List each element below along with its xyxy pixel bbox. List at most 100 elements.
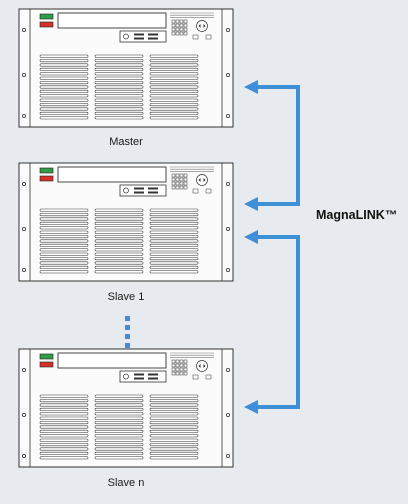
mounting-hole	[225, 412, 230, 417]
keypad-key	[179, 185, 184, 190]
vent-slot	[94, 265, 144, 269]
keypad-key	[171, 173, 176, 178]
keypad-key	[171, 185, 176, 190]
vent-slot	[149, 407, 199, 411]
keypad-key	[175, 23, 180, 28]
vent-slot	[94, 59, 144, 63]
vent-slot	[149, 59, 199, 63]
keypad-key	[175, 27, 180, 32]
nav-arrow-right	[203, 24, 206, 28]
vent-slot	[94, 208, 144, 212]
vent-slot	[149, 94, 199, 98]
keypad-key	[171, 371, 176, 376]
keypad-key	[171, 367, 176, 372]
vent-slot	[149, 399, 199, 403]
keypad-key	[175, 359, 180, 364]
vent-slot	[39, 429, 89, 433]
vent-slot	[94, 54, 144, 58]
power-supply-unit-2	[18, 162, 234, 282]
keypad-key	[183, 359, 188, 364]
nav-pad	[196, 174, 208, 186]
vent-slot	[94, 239, 144, 243]
vent-slot	[94, 94, 144, 98]
vent-slot	[39, 208, 89, 212]
button-bar	[148, 187, 158, 190]
continuation-dot	[125, 325, 130, 330]
vent-slot	[39, 103, 89, 107]
mounting-hole	[21, 226, 26, 231]
connector-line	[256, 235, 300, 409]
vent-slot	[149, 116, 199, 120]
vent-slot	[94, 217, 144, 221]
vent-slot	[39, 265, 89, 269]
keypad-key	[179, 173, 184, 178]
vent-slot	[149, 103, 199, 107]
nav-arrow-right	[203, 364, 206, 368]
vent-slot	[94, 81, 144, 85]
vent-slot	[94, 421, 144, 425]
vent-slot	[94, 456, 144, 460]
mounting-hole	[21, 114, 26, 119]
vent-slot	[39, 421, 89, 425]
keypad-key	[175, 177, 180, 182]
knob	[123, 187, 129, 194]
keypad-key	[179, 31, 184, 36]
vent-slot	[94, 72, 144, 76]
vent-slot	[94, 67, 144, 71]
vent-slot	[39, 243, 89, 247]
vent-slot	[94, 412, 144, 416]
status-led-green	[39, 167, 54, 174]
vent-slot	[94, 399, 144, 403]
vent-slot	[39, 451, 89, 455]
mounting-hole	[225, 27, 230, 32]
vent-slot	[39, 239, 89, 243]
vent-slot	[39, 72, 89, 76]
vent-slot	[149, 98, 199, 102]
keypad-key	[179, 23, 184, 28]
vent-slot	[39, 213, 89, 217]
power-supply-unit-1	[18, 8, 234, 128]
vent-slot	[149, 221, 199, 225]
vent-slot	[39, 94, 89, 98]
vent-slot	[149, 235, 199, 239]
keypad-key	[179, 367, 184, 372]
vent-slot	[94, 235, 144, 239]
unit-label-slave-n: Slave n	[107, 477, 145, 489]
vent-slot	[94, 443, 144, 447]
vent-slot	[94, 425, 144, 429]
vent-slot	[94, 111, 144, 115]
nav-arrow-right	[203, 178, 206, 182]
vent-slot	[94, 107, 144, 111]
mounting-hole	[21, 181, 26, 186]
vent-slot	[94, 89, 144, 93]
vent-slot	[94, 407, 144, 411]
vent-slot	[149, 208, 199, 212]
vent-slot	[149, 239, 199, 243]
vent-slot	[94, 429, 144, 433]
vent-slot	[94, 252, 144, 256]
vent-slot	[94, 85, 144, 89]
magnalink-label: MagnaLINK™	[316, 208, 398, 222]
small-button	[205, 374, 212, 380]
vent-slot	[149, 447, 199, 451]
vent-slot	[149, 89, 199, 93]
keypad-key	[183, 185, 188, 190]
vent-slot	[39, 399, 89, 403]
vent-slot	[94, 248, 144, 252]
link-master-slave1	[244, 80, 300, 211]
mounting-hole	[21, 367, 26, 372]
vent-slot	[39, 438, 89, 442]
vent-slot	[149, 67, 199, 71]
keypad-key	[171, 363, 176, 368]
vent-slot	[149, 265, 199, 269]
control-strip	[119, 184, 167, 197]
keypad-key	[183, 173, 188, 178]
continuation-dot	[125, 316, 130, 321]
nav-arrow-left	[198, 364, 201, 368]
vent-slot	[39, 447, 89, 451]
mounting-hole	[21, 267, 26, 272]
vent-slot	[39, 85, 89, 89]
vent-slot	[94, 270, 144, 274]
vent-slot	[39, 407, 89, 411]
vent-slot	[39, 98, 89, 102]
